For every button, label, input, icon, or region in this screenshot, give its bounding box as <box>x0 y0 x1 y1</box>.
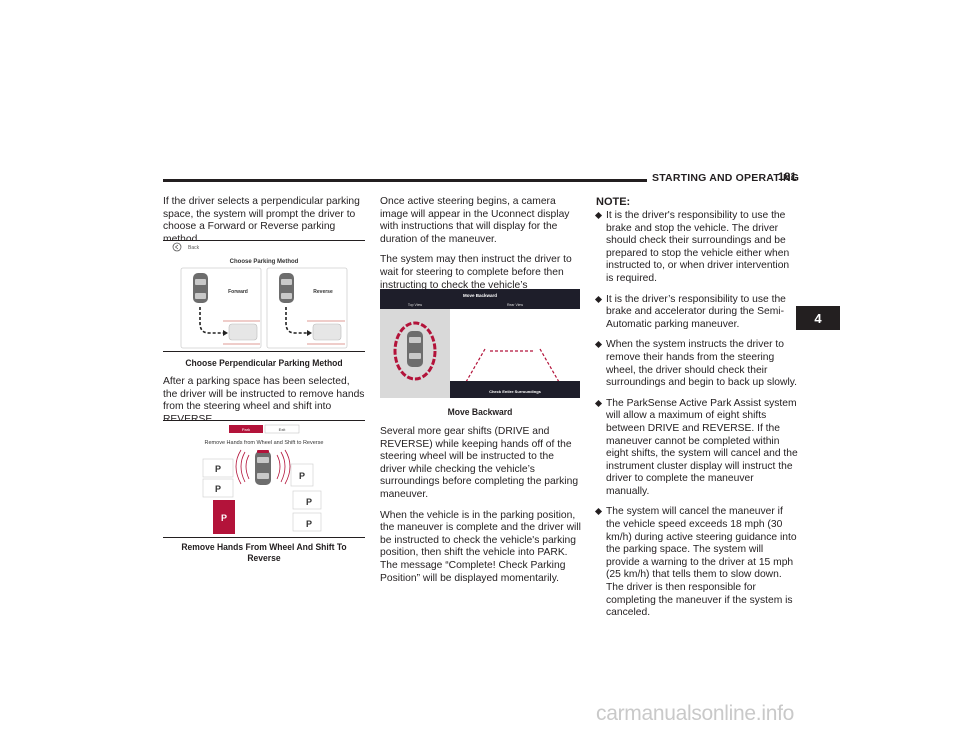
park-button[interactable]: Park <box>229 425 263 433</box>
figure-caption: Remove Hands From Wheel And Shift To Rev… <box>181 542 347 564</box>
park-button-label: Park <box>242 427 250 432</box>
middle-column-lower: Several more gear shifts (DRIVE and REVE… <box>380 426 582 593</box>
guide-lines <box>461 348 564 390</box>
diamond-bullet-icon <box>594 295 603 303</box>
exit-button-label: Exit <box>279 427 287 432</box>
forward-label: Forward <box>228 289 248 295</box>
note-text: It is the driver’s responsibility to use… <box>606 293 786 330</box>
parking-space-label: P <box>306 497 312 507</box>
car-icon <box>255 450 271 485</box>
paragraph: Several more gear shifts (DRIVE and REVE… <box>380 426 579 500</box>
note-text: The ParkSense Active Park Assist system … <box>606 397 798 497</box>
note-text: It is the driver's responsibility to use… <box>606 210 790 284</box>
list-item: It is the driver’s responsibility to use… <box>594 293 798 332</box>
figure-caption: Choose Perpendicular Parking Method <box>185 358 343 369</box>
remove-hands-title: Remove Hands from Wheel and Shift to Rev… <box>205 440 324 446</box>
diamond-bullet-icon <box>594 508 603 516</box>
figure-move-backward: Move Backward Top View Rear View Check E… <box>380 289 580 398</box>
selected-space-label: P <box>221 513 227 523</box>
parking-space-label: P <box>306 519 312 529</box>
back-label: Back <box>188 245 200 251</box>
note-text: The system will cancel the maneuver if t… <box>606 506 797 619</box>
move-backward-title: Move Backward <box>463 293 497 298</box>
tab-rear-view[interactable]: Rear View <box>507 303 524 307</box>
forward-option[interactable]: Forward <box>180 267 262 349</box>
watermark[interactable]: carmanualsonline.info <box>596 702 794 725</box>
list-item: When the system instructs the driver to … <box>594 339 798 389</box>
list-item: The system will cancel the maneuver if t… <box>594 506 798 619</box>
diamond-bullet-icon <box>594 399 603 407</box>
section-title: STARTING AND OPERATING <box>652 172 800 184</box>
parking-space-label: P <box>299 471 305 481</box>
choose-method-title: Choose Parking Method <box>230 259 299 265</box>
tab-top-view[interactable]: Top View <box>408 303 423 307</box>
figure-remove-hands: Park Exit Remove Hands from Wheel and Sh… <box>163 420 365 538</box>
paragraph: Once active steering begins, a camera im… <box>380 196 570 245</box>
parking-space-label: P <box>215 464 221 474</box>
reverse-label: Reverse <box>313 289 333 295</box>
diamond-bullet-icon <box>594 341 603 349</box>
chapter-tab[interactable]: 4 <box>796 306 840 330</box>
sensor-arcs-icon <box>235 449 291 485</box>
back-button[interactable]: Back <box>172 242 200 252</box>
car-icon <box>193 273 208 303</box>
paragraph: After a parking space has been selected,… <box>163 376 365 425</box>
figure-caption: Move Backward <box>447 407 513 418</box>
diamond-bullet-icon <box>594 211 603 220</box>
list-item: It is the driver's responsibility to use… <box>594 210 798 286</box>
reverse-option[interactable]: Reverse <box>266 267 348 349</box>
left-column: If the driver selects a perpendicular pa… <box>163 196 365 254</box>
paragraph: When the vehicle is in the parking posit… <box>380 509 581 584</box>
header-rule <box>163 179 647 182</box>
note-list: It is the driver's responsibility to use… <box>594 210 798 628</box>
note-title: NOTE: <box>596 196 631 208</box>
left-column-para2: After a parking space has been selected,… <box>163 376 365 434</box>
exit-button[interactable]: Exit <box>264 424 300 434</box>
paragraph: If the driver selects a perpendicular pa… <box>163 196 360 245</box>
car-icon <box>279 273 294 303</box>
page-number: 181 <box>778 171 797 183</box>
parking-space-label: P <box>215 484 221 494</box>
list-item: The ParkSense Active Park Assist system … <box>594 397 798 499</box>
note-text: When the system instructs the driver to … <box>606 339 797 389</box>
car-icon <box>393 321 437 381</box>
check-surroundings-banner: Check Entire Surroundings <box>489 389 542 394</box>
figure-choose-parking-method: Back Choose Parking Method Forward <box>163 240 365 352</box>
